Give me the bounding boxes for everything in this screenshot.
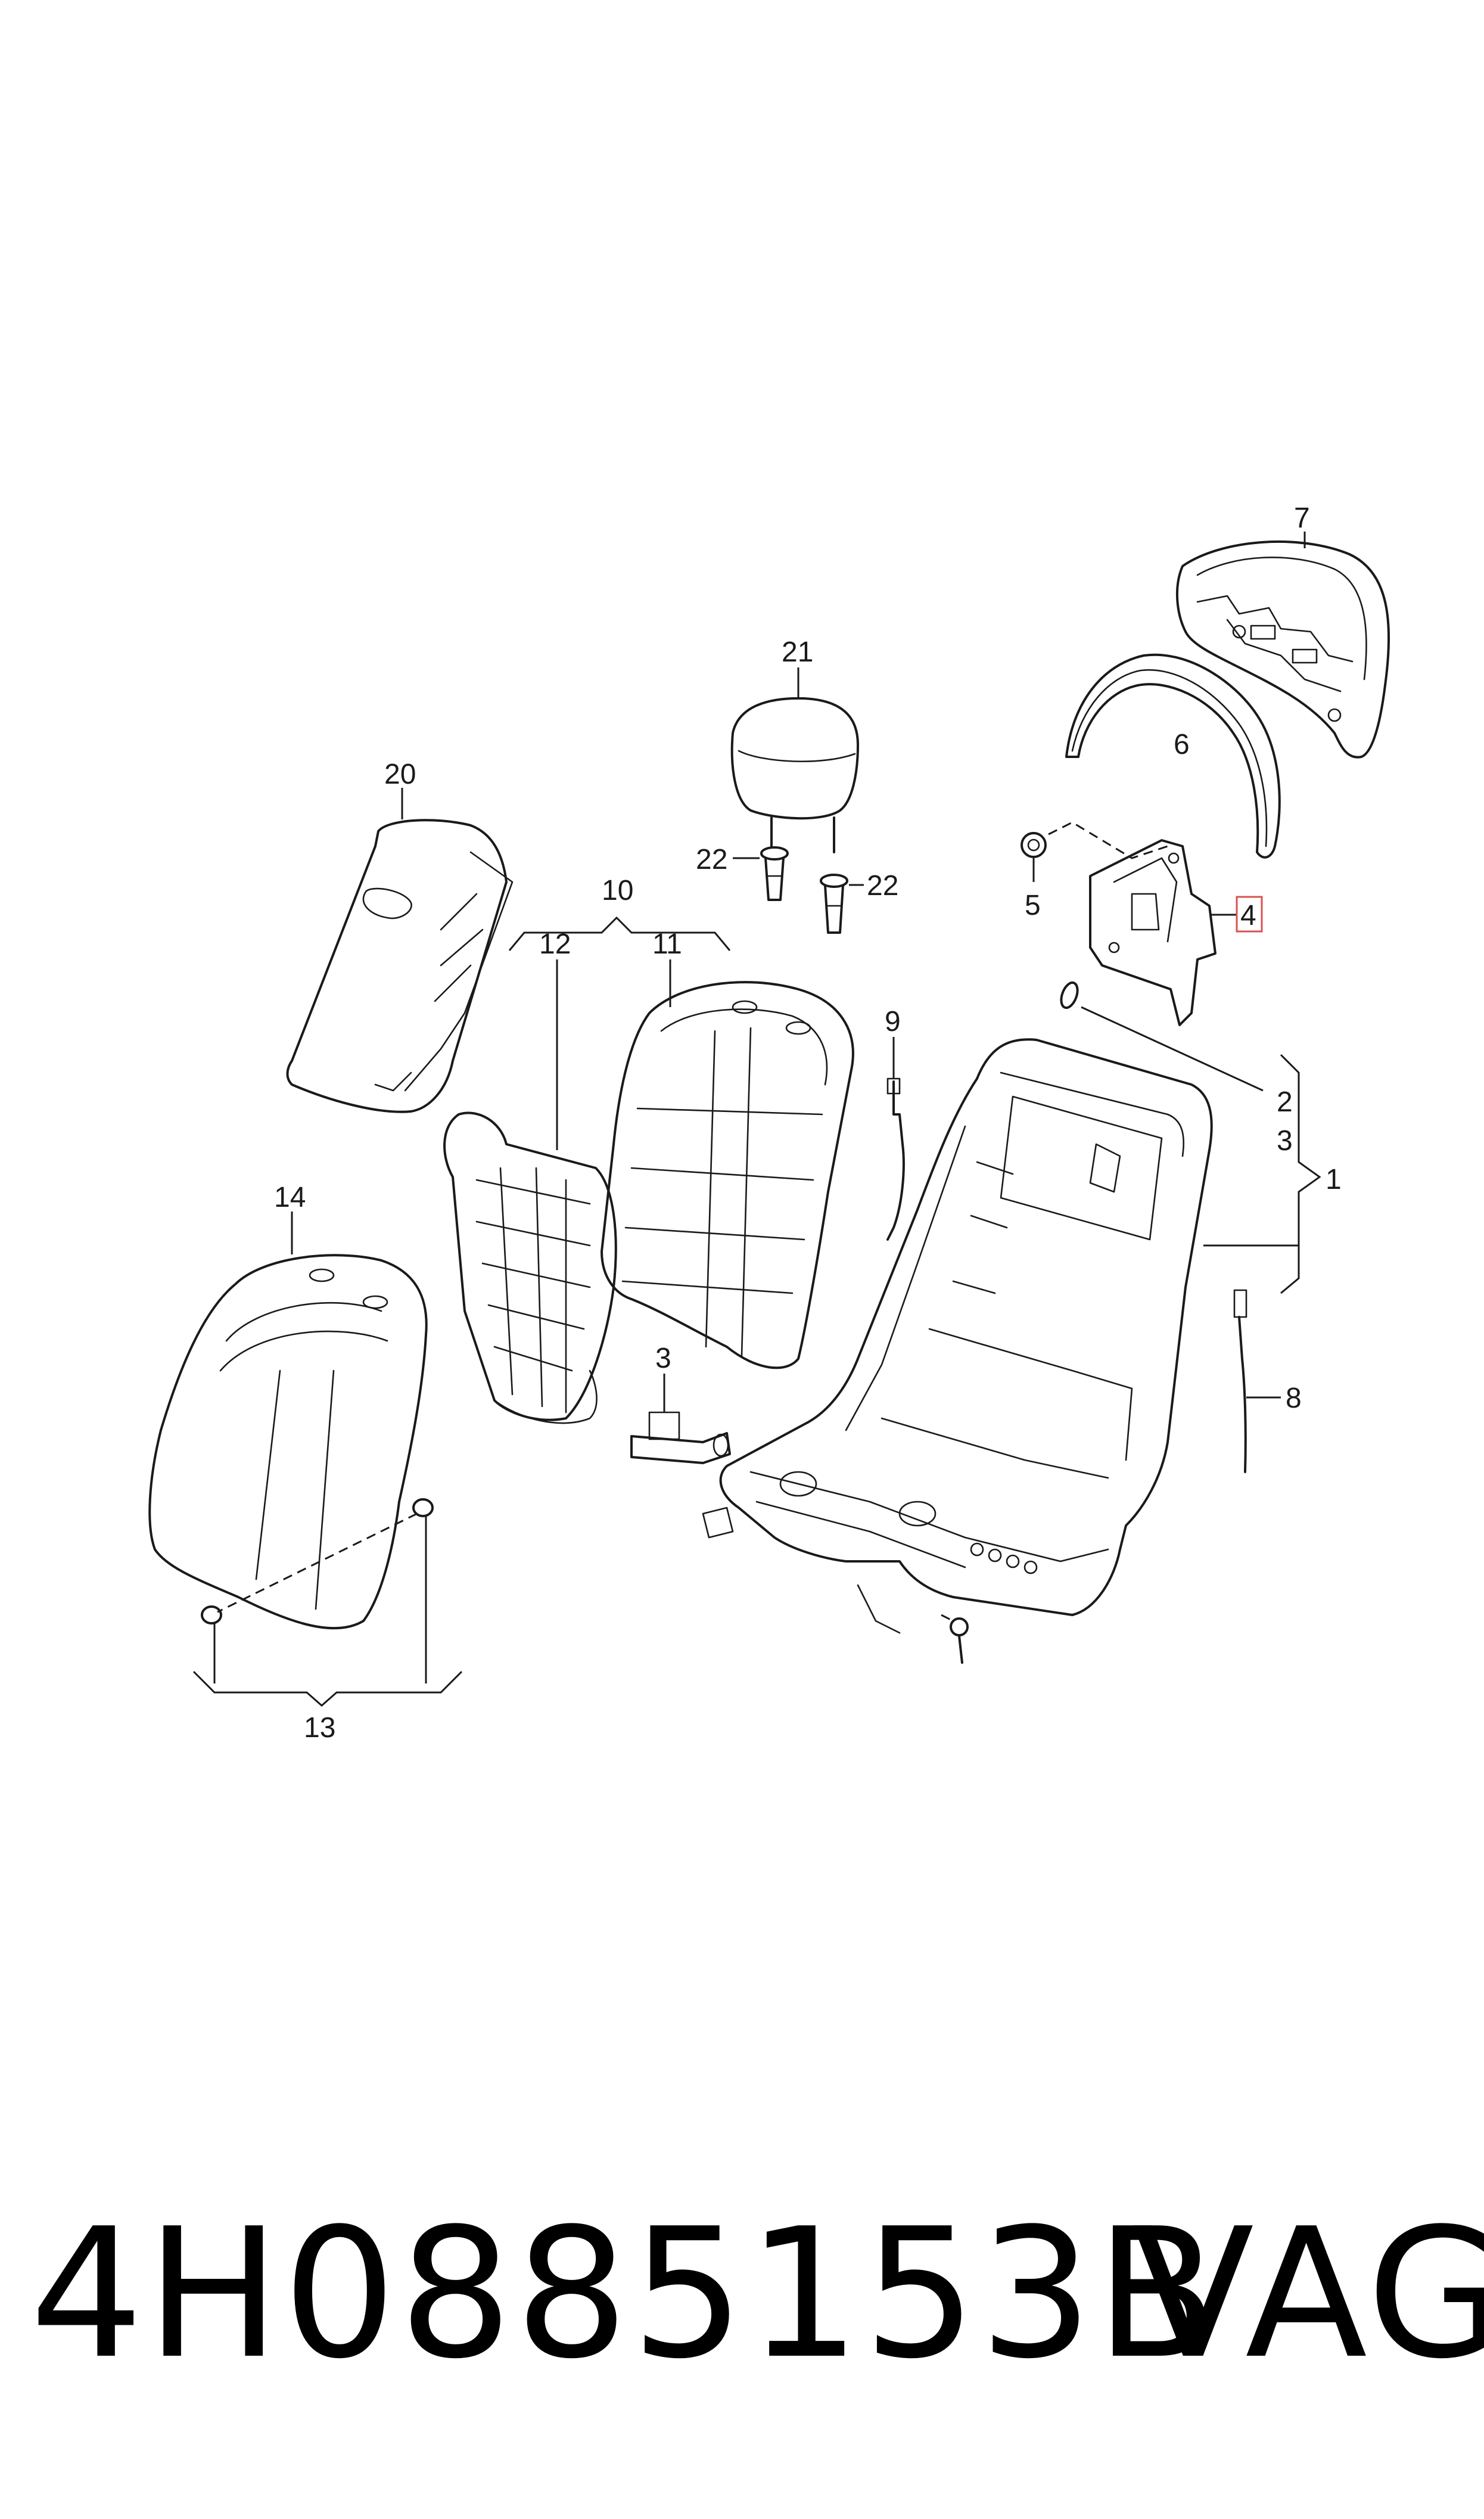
part-7-backrest-shell (1176, 540, 1390, 759)
part-5-nut (1021, 832, 1047, 858)
callout-9: 9 (885, 1006, 901, 1038)
callout-10: 10 (602, 875, 633, 906)
part-20-side-panel (286, 819, 514, 1113)
part-13-clips (201, 1498, 434, 1684)
part-22-headrest-guide-right (820, 874, 848, 934)
callout-7: 7 (1294, 502, 1310, 534)
part-9-cable (886, 1077, 905, 1241)
callout-5: 5 (1025, 890, 1041, 921)
part-2-ring (1060, 981, 1079, 1010)
callout-22-left: 22 (696, 844, 727, 875)
callout-3-motor: 3 (655, 1343, 671, 1374)
part-21-headrest (730, 697, 859, 853)
callout-4-highlight-box (1236, 896, 1263, 933)
brand-label: VAG (1132, 2190, 1484, 2398)
part-8-wiring (1233, 1289, 1247, 1473)
part-1-seat-frame (702, 1038, 1213, 1634)
part-11-backrest-padding (601, 981, 854, 1369)
callout-3: 3 (1277, 1125, 1293, 1157)
part-3-motor (630, 1411, 731, 1464)
bracket-13 (192, 1670, 463, 1707)
callout-21: 21 (782, 636, 813, 668)
bracket-10 (508, 916, 731, 951)
part-12-lumbar-mat (443, 1111, 617, 1424)
part-number: 4H0885153B (30, 2190, 1221, 2398)
part-14-seat-cover (148, 1254, 428, 1630)
callout-6: 6 (1174, 729, 1190, 760)
frame-bolt (950, 1617, 969, 1664)
callout-11: 11 (652, 928, 682, 960)
callout-20: 20 (384, 759, 416, 790)
part-6-backrest-trim (1065, 653, 1281, 859)
callout-2: 2 (1277, 1086, 1293, 1118)
callout-4: 4 (1240, 900, 1256, 931)
callout-12: 12 (539, 928, 571, 960)
callout-22-right: 22 (867, 870, 898, 902)
callout-8: 8 (1286, 1383, 1302, 1414)
callout-13: 13 (304, 1712, 335, 1744)
part-22-headrest-guide-left (760, 846, 789, 901)
callout-14: 14 (274, 1182, 306, 1213)
bracket-1 (1280, 1054, 1321, 1294)
callout-1: 1 (1326, 1164, 1342, 1195)
part-4-bracket (1089, 839, 1217, 1026)
